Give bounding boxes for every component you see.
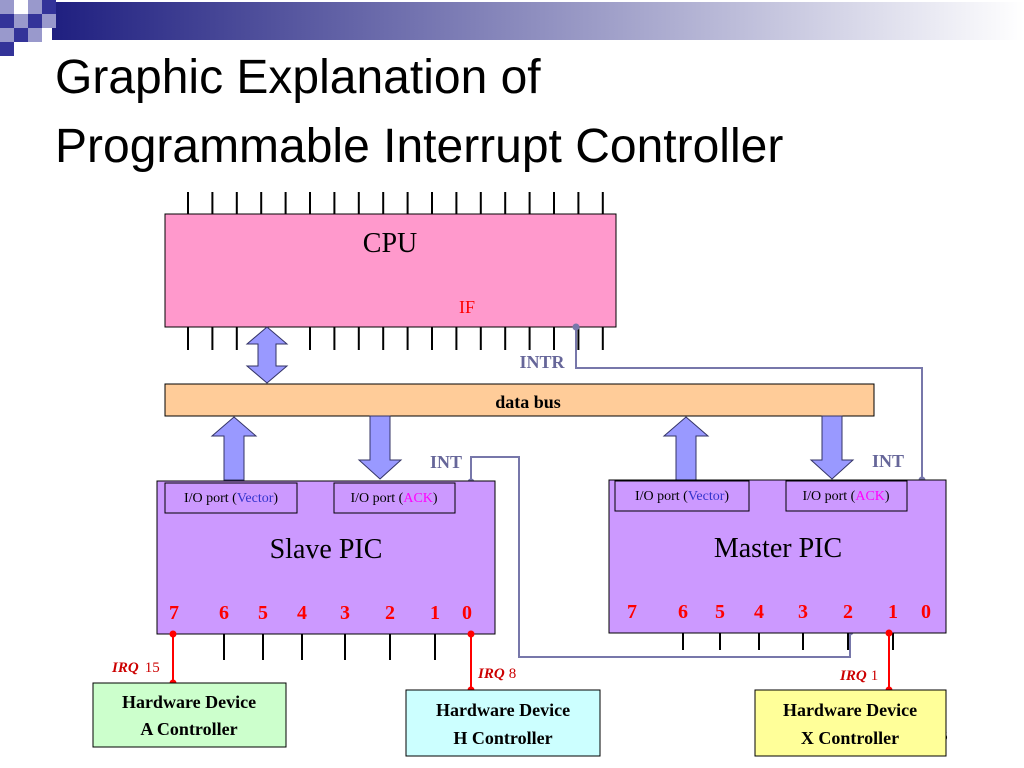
master-pin-legs: [682, 633, 894, 650]
slave-pin-number-3: 3: [340, 602, 350, 624]
slide-title-line2: Programmable Interrupt Controller: [55, 120, 783, 173]
device-h-line2: H Controller: [453, 728, 552, 748]
device-a-line1: Hardware Device: [122, 692, 256, 712]
device-x-line1-overlay: Hardware Device: [783, 700, 917, 720]
cpu-top-pins: [187, 192, 604, 214]
cpu-bus-double-arrow-icon: [245, 326, 289, 384]
intr-connection-dot: [572, 323, 580, 331]
header-decoration: [0, 0, 1024, 56]
logo-squares-icon: [0, 0, 56, 56]
device-a-line2: A Controller: [140, 719, 237, 739]
device-x-box-overlay: [754, 689, 947, 757]
device-h-line1: Hardware Device: [436, 700, 570, 720]
master-vector-up-arrow-icon: [662, 416, 710, 481]
slave-pic-label: Slave PIC: [270, 534, 383, 565]
cpu-block: CPU IF: [164, 213, 617, 328]
slave-port-ack-label: I/O port (ACK): [350, 491, 437, 506]
slave-pin-number-6: 6: [219, 602, 229, 624]
slave-ack-down-arrow-icon: [357, 415, 403, 480]
device-x-line2-overlay: X Controller: [801, 728, 899, 748]
cpu-label: CPU: [363, 228, 417, 259]
slide-title-line1: Graphic Explanation of: [55, 51, 541, 104]
cpu-if-flag: IF: [459, 297, 475, 317]
irq1-wire: [885, 629, 893, 694]
device-h-box: [405, 689, 601, 757]
slave-pic-block: I/O port (Vector) I/O port (ACK) Slave P…: [156, 480, 496, 635]
master-pin-numbers: 7 6 5 4 3 2 1 0: [627, 601, 931, 623]
irq8-wire: [467, 630, 475, 694]
master-port-vector-box: [614, 480, 750, 512]
device-a-box: [92, 682, 287, 748]
master-pin-number-7: 7: [627, 601, 637, 623]
master-port-ack-label: I/O port (ACK): [802, 489, 889, 504]
master-pin-number-3: 3: [798, 601, 808, 623]
master-pin-number-6: 6: [678, 601, 688, 623]
master-pic-label: Master PIC: [714, 533, 842, 564]
slave-pin-number-1: 1: [430, 602, 440, 624]
slave-pin-number-4: 4: [297, 602, 307, 624]
header-gradient-bar: [52, 2, 1024, 40]
slave-port-ack-box: [333, 482, 456, 514]
master-pin-number-0: 0: [921, 601, 931, 623]
slave-port-vector-box: [164, 482, 298, 514]
master-pin-number-5: 5: [715, 601, 725, 623]
master-pic-block: I/O port (Vector) I/O port (ACK) Master …: [608, 479, 947, 634]
intr-label: INTR: [519, 352, 565, 372]
slave-pin-number-0: 0: [462, 602, 472, 624]
slave-port-vector-label: I/O port (Vector): [184, 491, 278, 506]
slave-int-label: INT: [430, 452, 462, 472]
cpu-box: [164, 213, 617, 328]
master-pin-number-1: 1: [888, 601, 898, 623]
master-ack-down-arrow-icon: [809, 415, 855, 480]
irq15-wire: [169, 630, 177, 687]
data-bus: data bus: [164, 383, 875, 417]
master-port-ack-box: [785, 480, 908, 512]
master-port-vector-label: I/O port (Vector): [635, 489, 729, 504]
slave-pin-legs: [223, 634, 436, 660]
slave-vector-up-arrow-icon: [210, 416, 258, 481]
device-a-block: Hardware Device A Controller: [92, 682, 287, 748]
data-bus-box: [164, 383, 875, 417]
master-pin-number-4: 4: [754, 601, 764, 623]
data-bus-label: data bus: [495, 392, 561, 412]
slave-pin-number-7: 7: [169, 602, 179, 624]
device-h-block: Hardware Device H Controller: [405, 689, 601, 757]
cpu-bottom-pins: [187, 327, 604, 350]
master-pin-number-2: 2: [843, 601, 853, 623]
master-int-label: INT: [872, 451, 904, 471]
slave-pin-number-5: 5: [258, 602, 268, 624]
slave-pin-number-2: 2: [385, 602, 395, 624]
